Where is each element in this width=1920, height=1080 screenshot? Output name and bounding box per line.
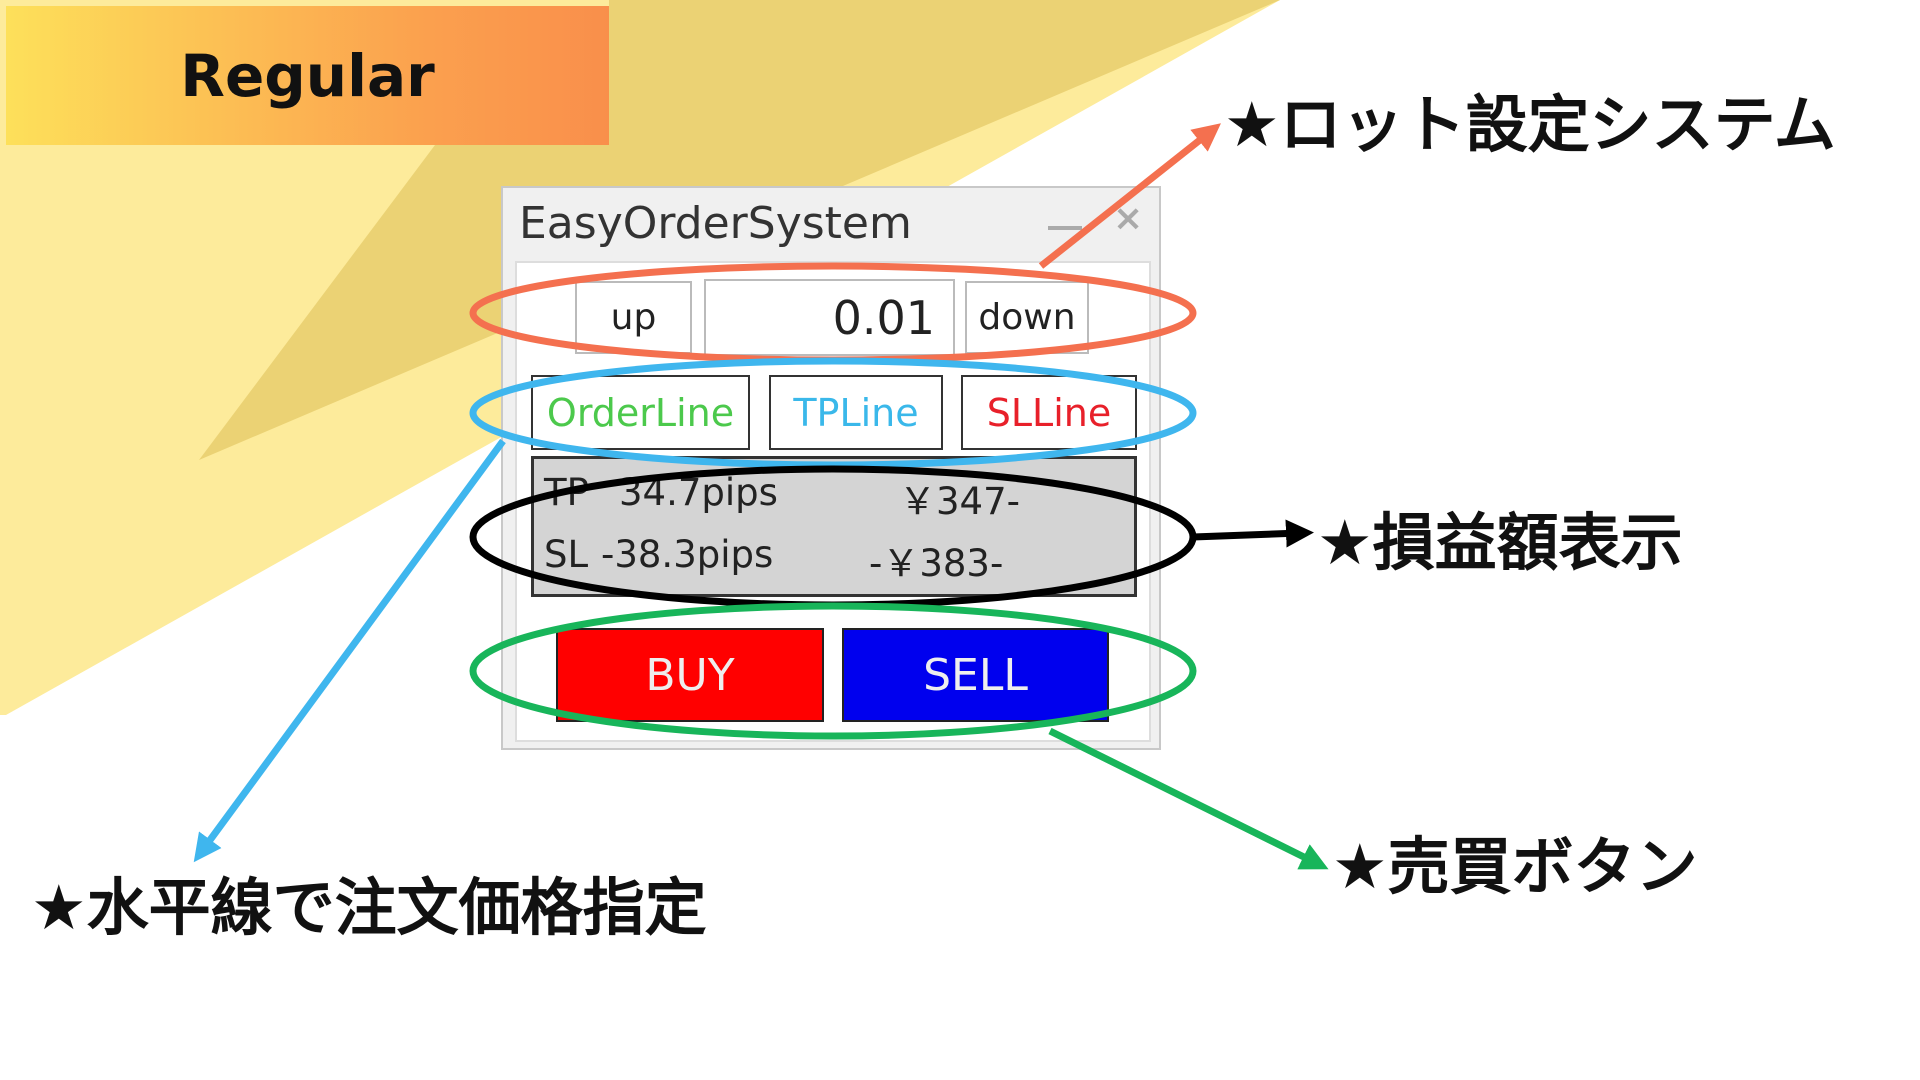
window-body: up 0.01 down OrderLine TPLine SLLine TP … xyxy=(515,261,1151,742)
order-line-button[interactable]: OrderLine xyxy=(531,375,750,450)
tp-label: TP xyxy=(544,471,589,514)
sl-amount: -￥383- xyxy=(869,542,1004,585)
window-title: EasyOrderSystem xyxy=(519,198,912,249)
regular-banner: Regular xyxy=(6,6,609,145)
close-icon[interactable]: × xyxy=(1113,198,1144,239)
line-annotation: ★水平線で注文価格指定 xyxy=(31,871,707,944)
sl-label: SL xyxy=(544,533,589,576)
profit-loss-display: TP 34.7pips ￥347- SL -38.3pips -￥383- xyxy=(531,456,1137,597)
minimize-icon[interactable] xyxy=(1048,226,1082,230)
lot-up-button[interactable]: up xyxy=(575,281,692,354)
lot-annotation: ★ロット設定システム xyxy=(1224,88,1836,161)
tp-amount: ￥347- xyxy=(899,480,1020,523)
easy-order-window: EasyOrderSystem × up 0.01 down OrderLine… xyxy=(501,186,1161,750)
sell-button[interactable]: SELL xyxy=(842,628,1109,722)
banner-label: Regular xyxy=(180,41,435,110)
pnl-annotation: ★損益額表示 xyxy=(1317,506,1683,579)
lot-down-button[interactable]: down xyxy=(965,281,1089,354)
tp-line-button[interactable]: TPLine xyxy=(769,375,943,450)
tp-pips: 34.7pips xyxy=(619,471,778,514)
buy-button[interactable]: BUY xyxy=(556,628,824,722)
sl-line-button[interactable]: SLLine xyxy=(961,375,1137,450)
trade-annotation: ★売買ボタン xyxy=(1332,830,1698,903)
sl-pips: -38.3pips xyxy=(601,533,774,576)
lot-size-input[interactable]: 0.01 xyxy=(704,279,955,356)
